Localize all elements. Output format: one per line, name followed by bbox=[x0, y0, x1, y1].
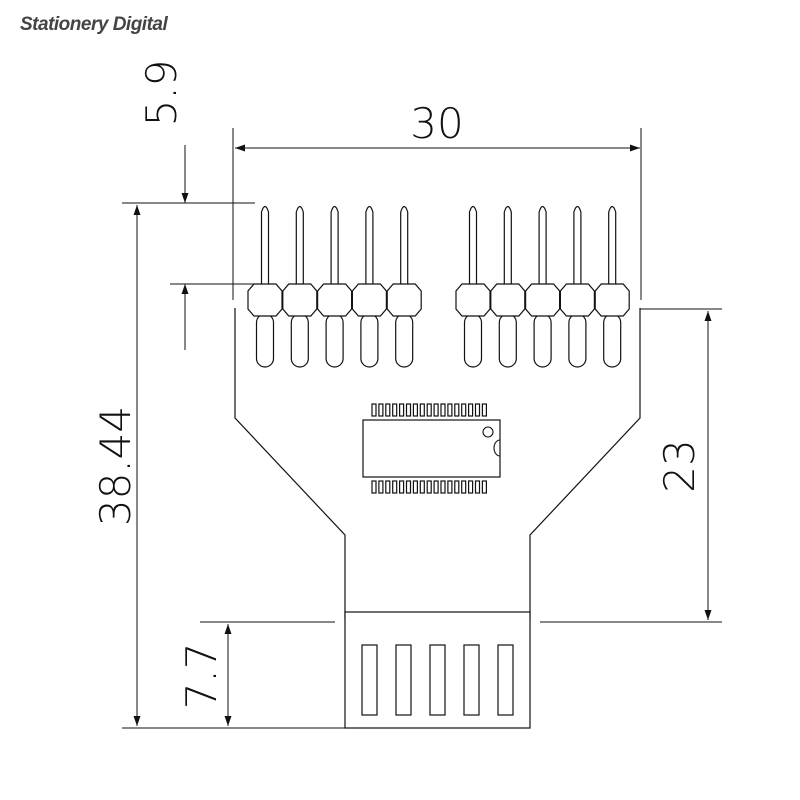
connector-slot bbox=[429, 644, 446, 716]
dim-connector-height: 7.7 bbox=[177, 643, 226, 710]
ic-pin bbox=[481, 403, 487, 417]
ic-pin bbox=[405, 403, 412, 417]
ic-pin bbox=[378, 403, 384, 417]
header-pin bbox=[351, 205, 387, 368]
header-pin bbox=[525, 205, 561, 368]
ic-pin bbox=[433, 480, 439, 494]
ic-pin bbox=[419, 403, 425, 417]
header-pin bbox=[247, 205, 283, 368]
extension-lines bbox=[122, 128, 722, 729]
ic-pin bbox=[392, 480, 398, 494]
ic-pin bbox=[426, 480, 432, 494]
ic-pin bbox=[371, 480, 377, 494]
header-pin bbox=[490, 205, 526, 368]
ic-pin bbox=[440, 480, 446, 494]
connector-slot bbox=[395, 644, 412, 716]
ic-pin bbox=[454, 480, 460, 494]
ic-pin bbox=[392, 403, 398, 417]
ic-pin bbox=[468, 403, 474, 417]
ic-pin bbox=[412, 480, 418, 494]
ic-pin bbox=[447, 480, 453, 494]
ic-pin bbox=[468, 480, 474, 494]
ic-pin bbox=[474, 480, 481, 494]
ic-pin bbox=[461, 480, 467, 494]
ic-pin bbox=[419, 480, 425, 494]
ic-pin bbox=[440, 403, 446, 417]
header-pin bbox=[559, 205, 595, 368]
ic-pin bbox=[454, 403, 460, 417]
ic-pin bbox=[412, 403, 418, 417]
connector-slot bbox=[361, 644, 378, 716]
dim-pin-height: 5.9 bbox=[137, 60, 186, 127]
dim-total-height: 38.44 bbox=[91, 406, 140, 526]
header-pin bbox=[594, 205, 630, 368]
header-pin bbox=[282, 205, 318, 368]
ic-pin bbox=[426, 403, 432, 417]
header-pin bbox=[386, 205, 422, 368]
ic-pin bbox=[385, 480, 391, 494]
ic-pin bbox=[481, 480, 487, 494]
dim-board-height: 23 bbox=[655, 439, 704, 492]
ic-pin bbox=[385, 403, 391, 417]
ic-pin bbox=[461, 403, 467, 417]
ic-pin1-marker bbox=[482, 426, 494, 438]
dim-total-width: 30 bbox=[410, 99, 463, 148]
ic-pin bbox=[378, 480, 384, 494]
connector-slot bbox=[497, 644, 514, 716]
ic-notch bbox=[493, 439, 501, 457]
connector-slot bbox=[463, 644, 480, 716]
ic-pin bbox=[433, 403, 439, 417]
header-pin bbox=[455, 205, 491, 368]
header-pins bbox=[247, 205, 630, 368]
ic-pin bbox=[405, 480, 412, 494]
ic-pin bbox=[399, 403, 405, 417]
ic-pin bbox=[399, 480, 405, 494]
ic-chip bbox=[362, 403, 501, 494]
connector-slots bbox=[361, 644, 514, 716]
ic-pin bbox=[371, 403, 377, 417]
header-pin bbox=[317, 205, 353, 368]
ic-pin bbox=[447, 403, 453, 417]
ic-pin bbox=[474, 403, 481, 417]
watermark: Stationery Digital bbox=[20, 14, 168, 35]
